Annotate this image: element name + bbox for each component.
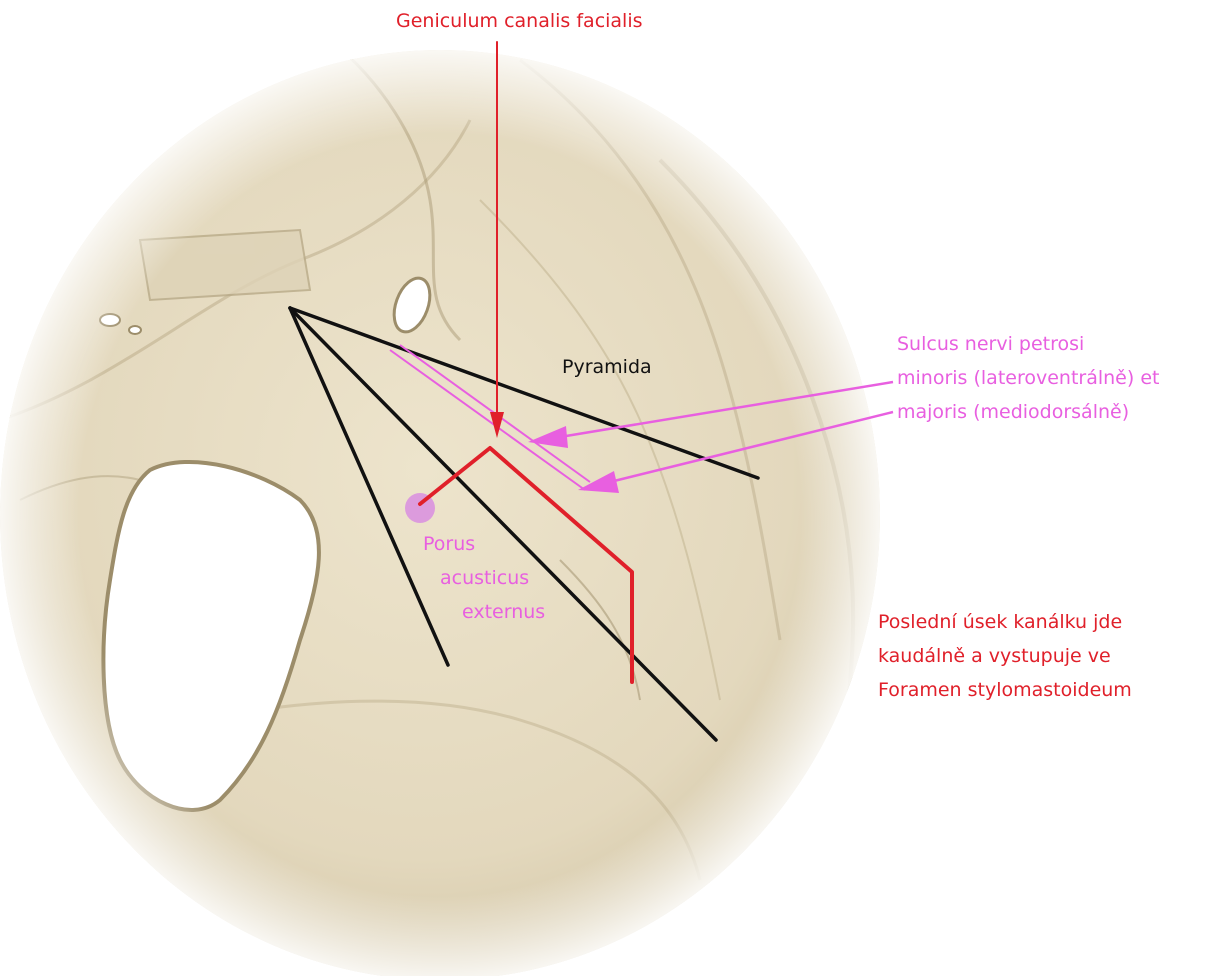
porus-label-line-2: acusticus [440,569,529,588]
sulcus-label-line-2: minoris (lateroventrálně) et [897,369,1159,388]
canal-end-label-line-3: Foramen stylomastoideum [878,681,1132,700]
porus-label-line-1: Porus [423,535,475,554]
porus-label-line-3: externus [462,603,545,622]
geniculum-label: Geniculum canalis facialis [396,12,643,31]
canal-end-label-line-2: kaudálně a vystupuje ve [878,647,1111,666]
oval-vignette [0,50,880,976]
pyramid-label: Pyramida [562,358,652,377]
canal-end-label-line-1: Poslední úsek kanálku jde [878,613,1122,632]
sulcus-label-line-1: Sulcus nervi petrosi [897,335,1084,354]
sulcus-label-line-3: majoris (mediodorsálně) [897,403,1129,422]
